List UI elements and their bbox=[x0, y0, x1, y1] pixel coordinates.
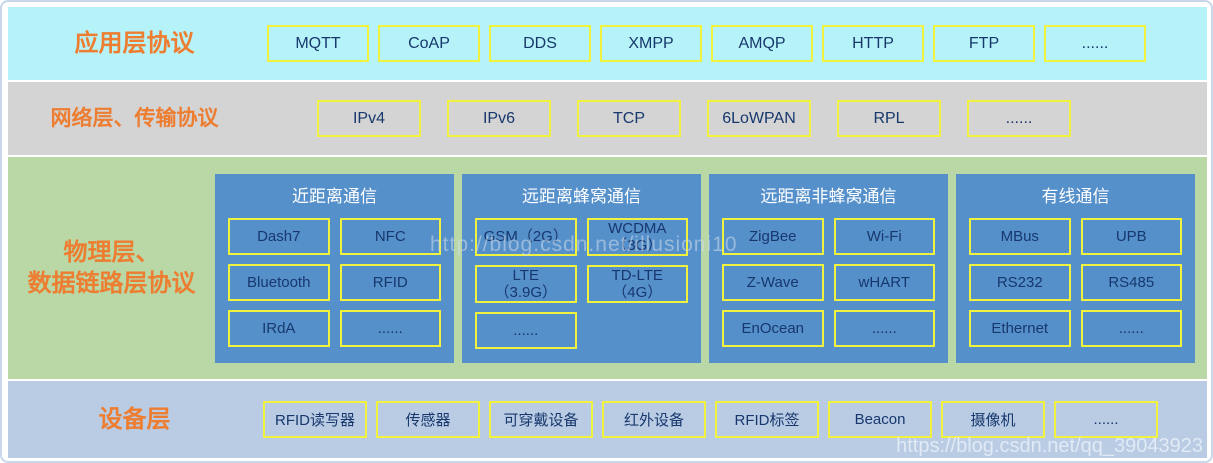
protocol-box-dds: DDS bbox=[489, 25, 591, 62]
comm-group-cellular: 远距离蜂窝通信 GSM（2G） WCDMA （3G） LTE （3.9G） TD… bbox=[462, 173, 701, 363]
device-box-camera: 摄像机 bbox=[941, 401, 1045, 438]
device-box-infrared: 红外设备 bbox=[602, 401, 706, 438]
protocol-box-rfid: RFID bbox=[339, 263, 441, 301]
protocol-box-nfc: NFC bbox=[339, 217, 441, 255]
protocol-box-coap: CoAP bbox=[378, 25, 480, 62]
protocol-box-ellipsis: ...... bbox=[967, 100, 1071, 137]
device-box-rfid-reader: RFID读写器 bbox=[263, 401, 367, 438]
protocol-box-6lowpan: 6LoWPAN bbox=[707, 100, 811, 137]
protocol-box-tcp: TCP bbox=[577, 100, 681, 137]
layer-row-device: 设备层 RFID读写器 传感器 可穿戴设备 红外设备 RFID标签 Beacon… bbox=[8, 381, 1207, 458]
comm-group-short-range: 近距离通信 Dash7 NFC Bluetooth RFID IRdA ....… bbox=[215, 173, 454, 363]
comm-group-grid: MBus UPB RS232 RS485 Ethernet ...... bbox=[969, 217, 1182, 347]
protocol-box-bluetooth: Bluetooth bbox=[228, 263, 330, 301]
protocol-box-ftp: FTP bbox=[933, 25, 1035, 62]
comm-group-grid: GSM（2G） WCDMA （3G） LTE （3.9G） TD-LTE （4G… bbox=[475, 217, 688, 349]
protocol-box-ipv4: IPv4 bbox=[317, 100, 421, 137]
protocol-box-rs485: RS485 bbox=[1080, 263, 1182, 301]
protocol-box-mqtt: MQTT bbox=[267, 25, 369, 62]
protocol-box-enocean: EnOcean bbox=[722, 309, 824, 347]
protocol-box-ellipsis: ...... bbox=[339, 309, 441, 347]
protocol-box-rpl: RPL bbox=[837, 100, 941, 137]
comm-group-wired: 有线通信 MBus UPB RS232 RS485 Ethernet .....… bbox=[956, 173, 1195, 363]
protocol-box-zwave: Z-Wave bbox=[722, 263, 824, 301]
layer-row-physical: 物理层、 数据链路层协议 近距离通信 Dash7 NFC Bluetooth R… bbox=[8, 157, 1207, 379]
protocol-box-rs232: RS232 bbox=[969, 263, 1071, 301]
comm-group-title: 近距离通信 bbox=[292, 186, 377, 206]
protocol-box-wcdma-3g: WCDMA （3G） bbox=[586, 217, 688, 256]
application-layer-label: 应用层协议 bbox=[74, 30, 195, 57]
protocol-box-http: HTTP bbox=[822, 25, 924, 62]
protocol-box-gsm-2g: GSM（2G） bbox=[475, 217, 577, 256]
protocol-box-ellipsis: ...... bbox=[833, 309, 935, 347]
protocol-box-dash7: Dash7 bbox=[228, 217, 330, 255]
comm-group-title: 远距离非蜂窝通信 bbox=[760, 186, 897, 206]
protocol-box-ipv6: IPv6 bbox=[447, 100, 551, 137]
protocol-box-lte-39g: LTE （3.9G） bbox=[475, 264, 577, 303]
protocol-box-ellipsis: ...... bbox=[1080, 309, 1182, 347]
protocol-box-tdlte-4g: TD-LTE （4G） bbox=[586, 264, 688, 303]
communication-group-panels: 近距离通信 Dash7 NFC Bluetooth RFID IRdA ....… bbox=[215, 173, 1195, 363]
device-box-ellipsis: ...... bbox=[1054, 401, 1158, 438]
protocol-box-ethernet: Ethernet bbox=[969, 309, 1071, 347]
protocol-box-irda: IRdA bbox=[228, 309, 330, 347]
network-protocol-boxes: IPv4 IPv6 TCP 6LoWPAN RPL ...... bbox=[261, 100, 1071, 137]
network-layer-label: 网络层、传输协议 bbox=[50, 107, 219, 130]
comm-group-non-cellular: 远距离非蜂窝通信 ZigBee Wi-Fi Z-Wave wHART EnOce… bbox=[709, 173, 948, 363]
protocol-box-wifi: Wi-Fi bbox=[833, 217, 935, 255]
device-box-beacon: Beacon bbox=[828, 401, 932, 438]
device-box-sensor: 传感器 bbox=[376, 401, 480, 438]
physical-layer-label: 物理层、 数据链路层协议 bbox=[27, 239, 196, 297]
device-layer-label: 设备层 bbox=[98, 406, 171, 433]
protocol-box-ellipsis: ...... bbox=[475, 311, 577, 349]
protocol-box-zigbee: ZigBee bbox=[722, 217, 824, 255]
comm-group-grid: ZigBee Wi-Fi Z-Wave wHART EnOcean ...... bbox=[722, 217, 935, 347]
comm-group-title: 远距离蜂窝通信 bbox=[522, 186, 641, 206]
device-boxes: RFID读写器 传感器 可穿戴设备 红外设备 RFID标签 Beacon 摄像机… bbox=[261, 401, 1158, 438]
protocol-box-amqp: AMQP bbox=[711, 25, 813, 62]
protocol-box-ellipsis: ...... bbox=[1044, 25, 1146, 62]
application-protocol-boxes: MQTT CoAP DDS XMPP AMQP HTTP FTP ...... bbox=[261, 25, 1146, 62]
comm-group-title: 有线通信 bbox=[1041, 186, 1110, 206]
layer-row-application: 应用层协议 MQTT CoAP DDS XMPP AMQP HTTP FTP .… bbox=[8, 7, 1207, 80]
device-box-rfid-tag: RFID标签 bbox=[715, 401, 819, 438]
protocol-box-whart: wHART bbox=[833, 263, 935, 301]
protocol-box-mbus: MBus bbox=[969, 217, 1071, 255]
comm-group-grid: Dash7 NFC Bluetooth RFID IRdA ...... bbox=[228, 217, 441, 347]
layer-row-network: 网络层、传输协议 IPv4 IPv6 TCP 6LoWPAN RPL .....… bbox=[8, 82, 1207, 155]
protocol-box-upb: UPB bbox=[1080, 217, 1182, 255]
device-box-wearable: 可穿戴设备 bbox=[489, 401, 593, 438]
protocol-box-xmpp: XMPP bbox=[600, 25, 702, 62]
